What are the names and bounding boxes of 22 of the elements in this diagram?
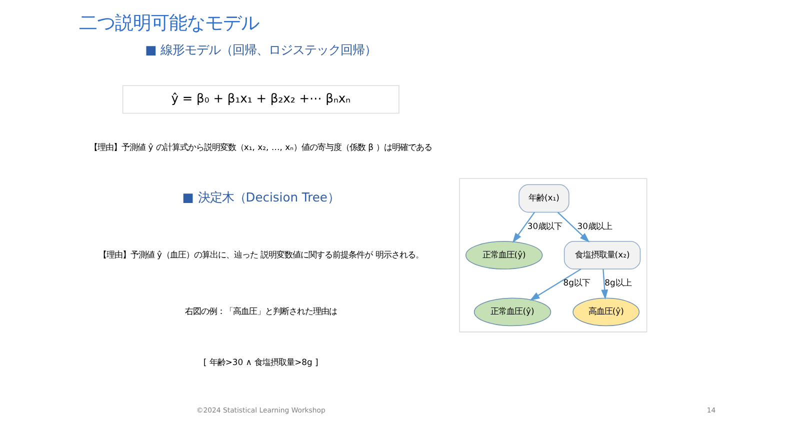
edge-label: 30歳以上: [576, 220, 612, 231]
node-ellipse: 正常血圧(ŷ): [473, 298, 551, 326]
label: [ 年齢>30 ∧ 食塩摂取量>8g ]: [202, 356, 318, 367]
arrow: [529, 268, 581, 301]
label: ■ 決定木（Decision Tree）: [182, 190, 339, 204]
edge-label: 8g以下: [562, 278, 590, 288]
label: 【理由】予測値 ŷ（血圧）の算出に、辿った 説明変数値に関する前提条件が 明示される。: [98, 249, 423, 260]
node-ellipse: 正常血圧(ŷ): [464, 241, 542, 270]
label: 右図の例：「高血圧」と判断された理由は: [184, 306, 336, 316]
node-ellipse: 高血圧(ŷ): [572, 298, 640, 326]
node-box: 食塩摂取量(x₂): [563, 241, 640, 270]
label: 【理由】予測値 ŷ の計算式から説明変数（x₁, x₂, …, xₙ）値の寄与度（係数 β ）は明確である: [89, 142, 432, 152]
node-box: ŷ = β₀ + β₁x₁ + β₂x₂ +⋯ βₙxₙ: [122, 85, 399, 114]
label: ■ 線形モデル（回帰、ロジステック回帰）: [144, 43, 376, 58]
node-box: 年齢(x₁): [518, 184, 569, 213]
arrow: [512, 212, 534, 243]
edge-label: 8g以上: [604, 278, 631, 288]
cluster: [458, 178, 647, 332]
arrow: [556, 212, 590, 242]
edge-label: 30歳以下: [526, 220, 562, 231]
arrow: [600, 269, 608, 300]
diagram-title: 二つ説明可能なモデル: [78, 13, 258, 34]
